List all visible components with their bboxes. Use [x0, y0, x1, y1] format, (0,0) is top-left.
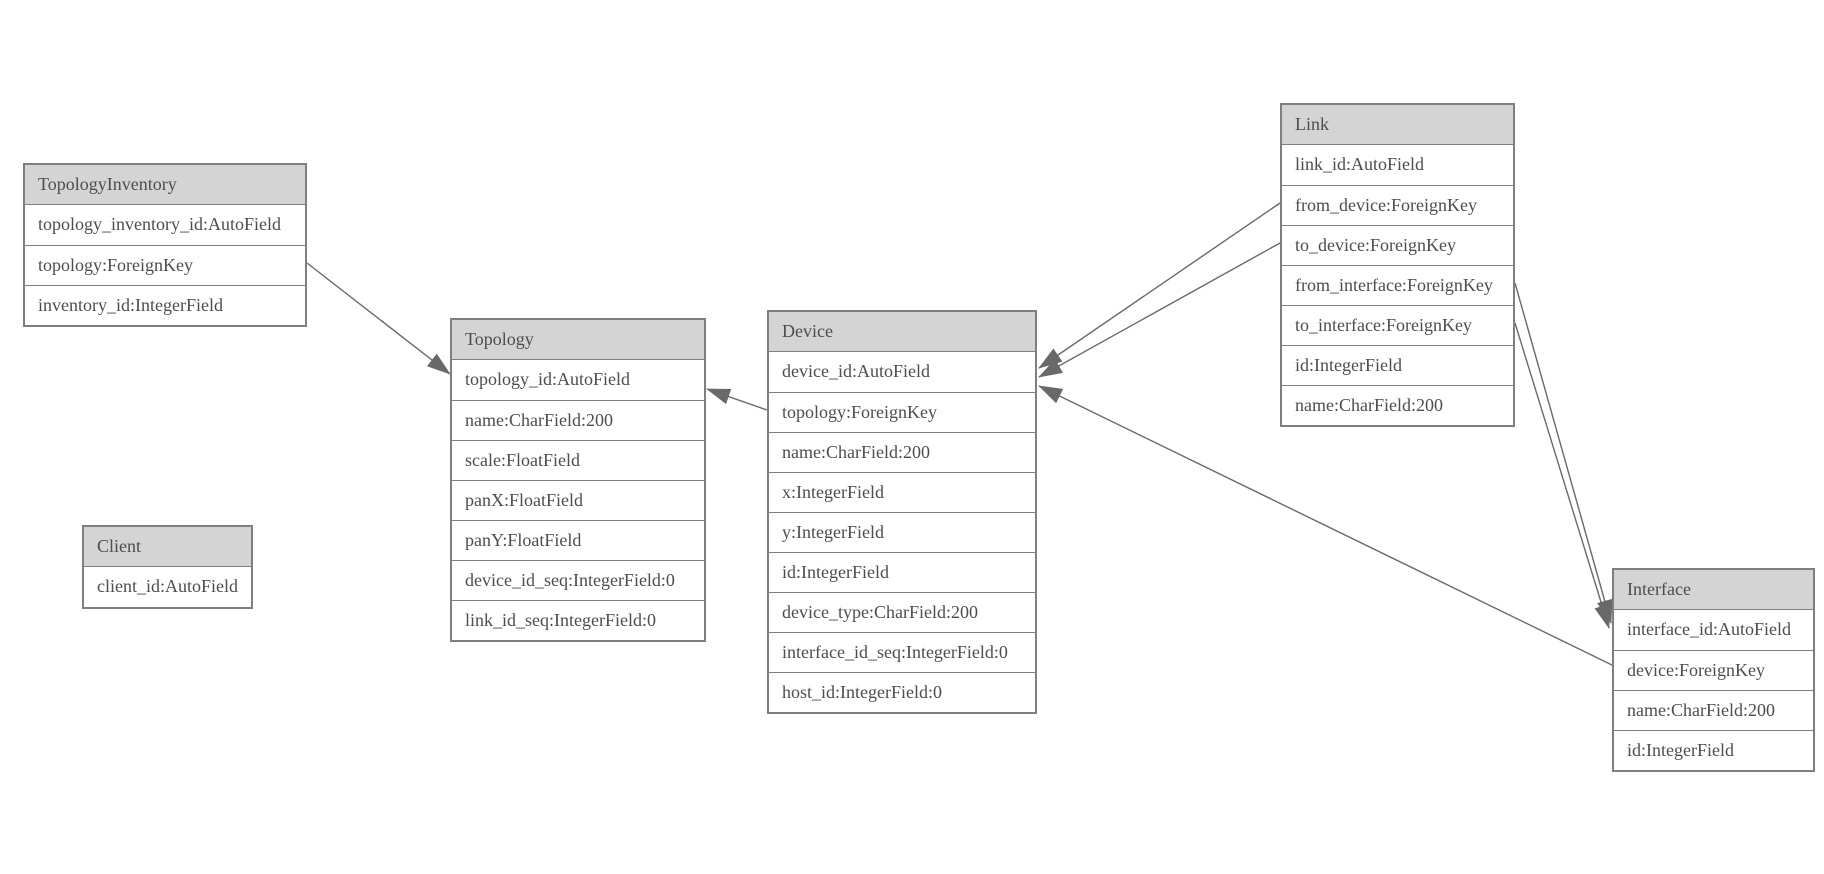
edge-link-tointerface-interface — [1514, 322, 1610, 629]
entity-interface-title: Interface — [1614, 570, 1813, 610]
field-link-id: link_id:AutoField — [1295, 154, 1425, 174]
entity-topologyinventory-title: TopologyInventory — [25, 165, 305, 205]
field-topologyinventory-topology: topology:ForeignKey — [25, 245, 305, 285]
field-topology-panx: panX:FloatField — [452, 480, 704, 520]
field-interface-id-integer: id:IntegerField — [1614, 730, 1813, 770]
entity-topology-title: Topology — [452, 320, 704, 360]
field-topology-scale: scale:FloatField — [452, 440, 704, 480]
entity-client: Client client_id:AutoField — [82, 525, 253, 609]
field-device-topology: topology:ForeignKey — [769, 392, 1035, 432]
edge-device-topology — [706, 388, 768, 411]
entity-client-title: Client — [84, 527, 251, 567]
field-device-x: x:IntegerField — [769, 472, 1035, 512]
field-topology-pany: panY:FloatField — [452, 520, 704, 560]
field-topology-id: topology_id:AutoField — [465, 369, 631, 389]
field-device-type: device_type:CharField:200 — [769, 592, 1035, 632]
entity-link-title: Link — [1282, 105, 1513, 145]
entity-topologyinventory: TopologyInventory topology_inventory_id:… — [23, 163, 307, 327]
field-link-name: name:CharField:200 — [1282, 385, 1513, 425]
field-topology-link-id-seq: link_id_seq:IntegerField:0 — [452, 600, 704, 640]
field-device-id: device_id:AutoField — [782, 361, 930, 381]
field-topology-inventory-id: topology_inventory_id:AutoField — [38, 214, 281, 234]
entity-link: Link link_id:AutoField from_device:Forei… — [1280, 103, 1515, 427]
field-interface-id: interface_id:AutoField — [1627, 619, 1791, 639]
edge-link-frominterface-interface — [1514, 282, 1613, 624]
edge-topologyinventory-topology — [306, 262, 451, 375]
entity-device: Device device_id:AutoField topology:Fore… — [767, 310, 1037, 714]
field-device-interface-id-seq: interface_id_seq:IntegerField:0 — [769, 632, 1035, 672]
field-link-to-device: to_device:ForeignKey — [1282, 225, 1513, 265]
field-interface-device: device:ForeignKey — [1614, 650, 1813, 690]
field-client-id: client_id:AutoField — [97, 576, 238, 596]
field-link-from-device: from_device:ForeignKey — [1282, 185, 1513, 225]
entity-topology: Topology topology_id:AutoField name:Char… — [450, 318, 706, 642]
field-device-name: name:CharField:200 — [769, 432, 1035, 472]
field-link-id-integer: id:IntegerField — [1282, 345, 1513, 385]
edge-link-fromdevice-device — [1038, 202, 1281, 369]
field-link-from-interface: from_interface:ForeignKey — [1282, 265, 1513, 305]
field-topology-name: name:CharField:200 — [452, 400, 704, 440]
edge-link-todevice-device — [1038, 242, 1281, 378]
field-topology-device-id-seq: device_id_seq:IntegerField:0 — [452, 560, 704, 600]
entity-interface: Interface interface_id:AutoField device:… — [1612, 568, 1815, 772]
field-device-id-integer: id:IntegerField — [769, 552, 1035, 592]
field-link-to-interface: to_interface:ForeignKey — [1282, 305, 1513, 345]
field-interface-name: name:CharField:200 — [1614, 690, 1813, 730]
field-inventory-id: inventory_id:IntegerField — [25, 285, 305, 325]
edge-interface-device — [1038, 385, 1613, 666]
entity-device-title: Device — [769, 312, 1035, 352]
field-device-host-id: host_id:IntegerField:0 — [769, 672, 1035, 712]
field-device-y: y:IntegerField — [769, 512, 1035, 552]
